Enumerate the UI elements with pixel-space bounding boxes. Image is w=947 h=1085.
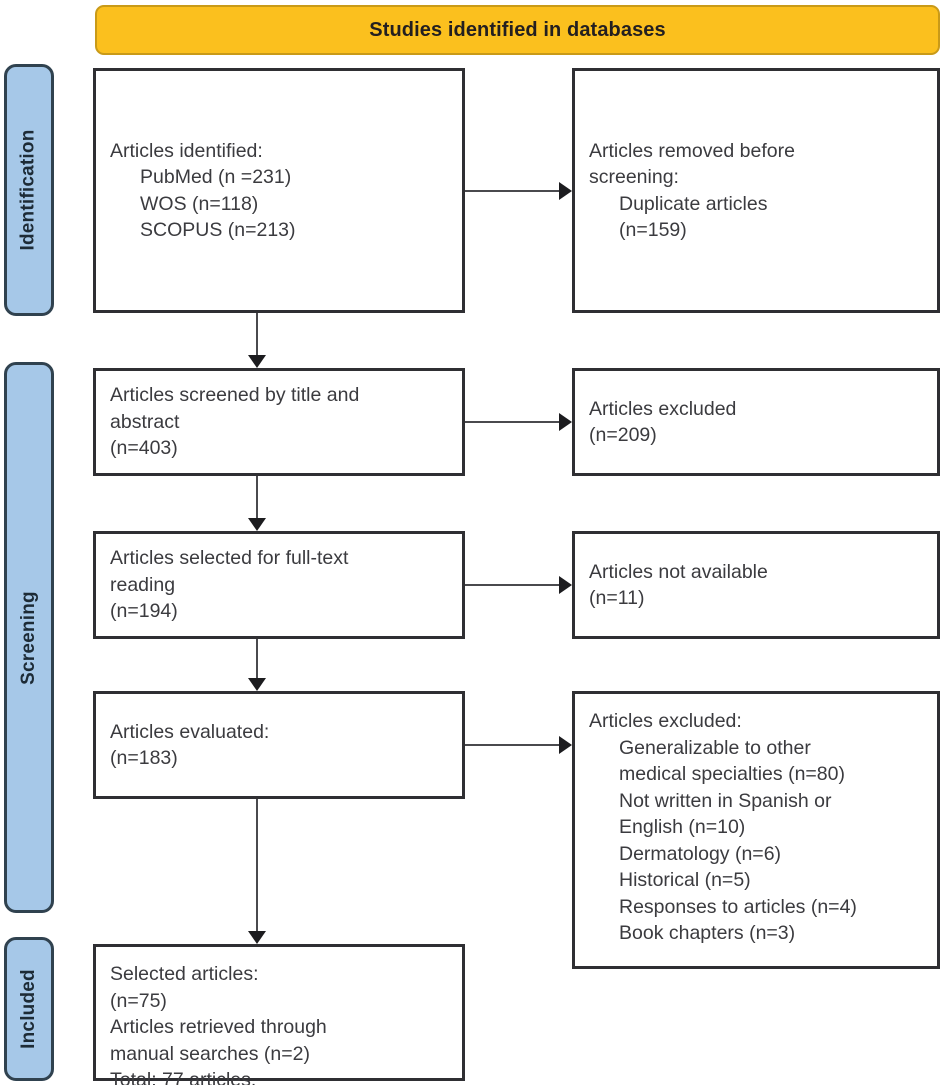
arrow-right-icon	[559, 413, 572, 431]
box-line: PubMed (n =231)	[140, 166, 292, 188]
box-line: Total: 77 articles.	[110, 1069, 257, 1085]
box-line: abstract	[110, 410, 180, 433]
arrow-down-icon	[248, 355, 266, 368]
banner-title: Studies identified in databases	[369, 18, 666, 41]
box-line: Generalizable to other	[619, 736, 811, 759]
connector-fulltext-to-evaluated	[256, 639, 258, 680]
box-line: manual searches (n=2)	[110, 1042, 310, 1065]
connector-evaluated-to-excluded-reasons	[465, 744, 561, 746]
box-line: (n=75)	[110, 989, 167, 1012]
box-line: SCOPUS (n=213)	[140, 219, 296, 241]
box-line: Articles excluded	[589, 397, 737, 420]
arrow-down-icon	[248, 931, 266, 944]
box-line: (n=209)	[589, 424, 657, 446]
box-line: WOS (n=118)	[140, 192, 259, 215]
box-line: Articles removed before	[589, 139, 795, 162]
box-line: Articles selected for full-text	[110, 547, 349, 570]
box-articles-selected-full-text: Articles selected for full-text reading …	[93, 531, 465, 639]
box-line: (n=183)	[110, 747, 178, 769]
box-line: Responses to articles (n=4)	[619, 895, 857, 918]
connector-fulltext-to-notavailable	[465, 584, 561, 586]
box-articles-removed-before-screening: Articles removed before screening: Dupli…	[572, 68, 940, 313]
box-line: (n=403)	[110, 437, 178, 460]
box-line: screening:	[589, 166, 679, 188]
box-line: Articles retrieved through	[110, 1016, 327, 1038]
stage-tab-identification: Identification	[4, 64, 54, 316]
box-line: Articles not available	[589, 560, 768, 583]
arrow-down-icon	[248, 678, 266, 691]
stage-tab-screening-label: Screening	[18, 590, 40, 685]
box-line: Book chapters (n=3)	[619, 922, 796, 944]
box-line: Articles excluded:	[589, 710, 742, 732]
connector-identified-to-removed	[465, 190, 561, 192]
box-line: Articles evaluated:	[110, 720, 270, 743]
stage-tab-included-label: Included	[18, 969, 39, 1049]
diagram-banner: Studies identified in databases	[95, 5, 940, 55]
box-articles-screened: Articles screened by title and abstract …	[93, 368, 465, 476]
box-selected-articles: Selected articles: (n=75) Articles retri…	[93, 944, 465, 1085]
box-line: Articles screened by title and	[110, 384, 360, 407]
arrow-right-icon	[559, 736, 572, 754]
arrow-right-icon	[559, 182, 572, 200]
box-articles-identified: Articles identified: PubMed (n =231) WOS…	[93, 68, 465, 313]
box-articles-evaluated: Articles evaluated: (n=183)	[93, 691, 465, 799]
box-line: (n=11)	[589, 587, 645, 609]
box-articles-excluded-screening: Articles excluded (n=209)	[572, 368, 940, 476]
box-line: Historical (n=5)	[619, 869, 751, 891]
box-line: Not written in Spanish or	[619, 789, 832, 812]
connector-identified-to-screened	[256, 313, 258, 357]
box-line: (n=194)	[110, 600, 178, 623]
box-line: (n=159)	[619, 219, 687, 241]
stage-tab-included: Included	[4, 937, 54, 1081]
box-line: medical specialties (n=80)	[619, 763, 845, 785]
connector-evaluated-to-selected	[256, 799, 258, 933]
stage-tab-screening: Screening	[4, 362, 54, 913]
stage-tab-identification-label: Identification	[18, 129, 39, 251]
box-line: reading	[110, 573, 176, 596]
box-line: Duplicate articles	[619, 192, 768, 215]
box-line: English (n=10)	[619, 816, 746, 838]
connector-screened-to-fulltext	[256, 476, 258, 520]
arrow-down-icon	[248, 518, 266, 531]
box-line: Articles identified:	[110, 139, 263, 162]
arrow-right-icon	[559, 576, 572, 594]
box-articles-excluded-reasons: Articles excluded: Generalizable to othe…	[572, 691, 940, 969]
connector-screened-to-excluded	[465, 421, 561, 423]
box-line: Selected articles:	[110, 963, 259, 985]
box-line: Dermatology (n=6)	[619, 842, 782, 865]
box-articles-not-available: Articles not available (n=11)	[572, 531, 940, 639]
